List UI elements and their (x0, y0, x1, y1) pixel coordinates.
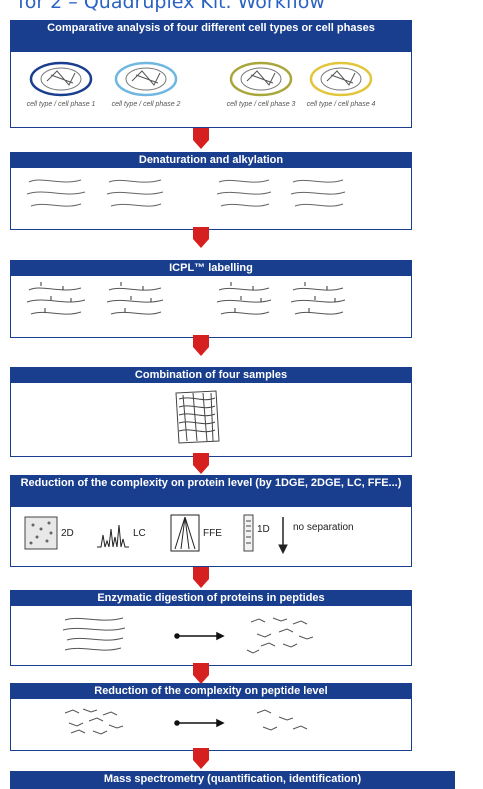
digestion-graphic (62, 617, 314, 654)
step-protein-level-reduction: Reduction of the complexity on protein l… (10, 475, 412, 567)
step-header: Combination of four samples (10, 367, 412, 383)
labelled-protein-strands (26, 282, 346, 315)
step-header: Denaturation and alkylation (10, 152, 412, 168)
no-separation-arrow-icon (278, 517, 288, 555)
flow-arrow (193, 227, 209, 248)
label-2d: 2D (61, 528, 74, 539)
flow-arrow (193, 567, 209, 588)
cell-label: cell type / cell phase 1 (26, 101, 96, 108)
gel-2d-icon (24, 516, 58, 550)
step-body (10, 276, 412, 338)
step-body: 2D LC FFE 1D no separation (10, 507, 412, 567)
step-body: cell type / cell phase 1 cell type / cel… (10, 52, 412, 128)
flow-arrow (193, 335, 209, 356)
step-body (10, 606, 412, 666)
cell-2 (114, 61, 178, 97)
step-combination: Combination of four samples (10, 367, 412, 457)
step-comparative-analysis: Comparative analysis of four different c… (10, 20, 412, 128)
lc-chromatogram-icon (97, 524, 129, 548)
combined-samples (175, 390, 220, 444)
step-header: Reduction of the complexity on peptide l… (10, 683, 412, 699)
step-body (10, 168, 412, 230)
separation-methods-graphic (24, 514, 288, 555)
cell-3 (229, 61, 293, 97)
page-title: for 2 – Quadruplex Kit. Workflow (18, 0, 325, 13)
label-no-separation: no separation (293, 522, 354, 533)
cell-label: cell type / cell phase 2 (111, 101, 181, 108)
cell-label: cell type / cell phase 4 (306, 101, 376, 108)
cell-label: cell type / cell phase 3 (226, 101, 296, 108)
flow-arrow (193, 453, 209, 474)
cell-4 (309, 61, 373, 97)
step-denaturation: Denaturation and alkylation (10, 152, 412, 230)
label-1d: 1D (257, 524, 270, 535)
step-header: Reduction of the complexity on protein l… (10, 475, 412, 507)
label-ffe: FFE (203, 528, 222, 539)
flow-arrow (193, 128, 209, 149)
protein-strands (26, 179, 346, 207)
step-header: ICPL™ labelling (10, 260, 412, 276)
step-header: Comparative analysis of four different c… (10, 20, 412, 52)
cell-1 (29, 61, 93, 97)
step-body (10, 383, 412, 457)
label-lc: LC (133, 528, 146, 539)
step-header: Enzymatic digestion of proteins in pepti… (10, 590, 412, 606)
step-body (10, 699, 412, 751)
step-enzymatic-digestion: Enzymatic digestion of proteins in pepti… (10, 590, 412, 666)
step-header: Mass spectrometry (quantification, ident… (10, 771, 455, 789)
gel-1d-icon (243, 514, 254, 552)
ffe-icon (170, 514, 200, 552)
peptide-separation-graphic (64, 708, 308, 735)
flow-arrow (193, 663, 209, 684)
step-peptide-level-reduction: Reduction of the complexity on peptide l… (10, 683, 412, 751)
flow-arrow (193, 748, 209, 769)
step-mass-spectrometry: Mass spectrometry (quantification, ident… (10, 771, 455, 789)
step-icpl-labelling: ICPL™ labelling (10, 260, 412, 338)
